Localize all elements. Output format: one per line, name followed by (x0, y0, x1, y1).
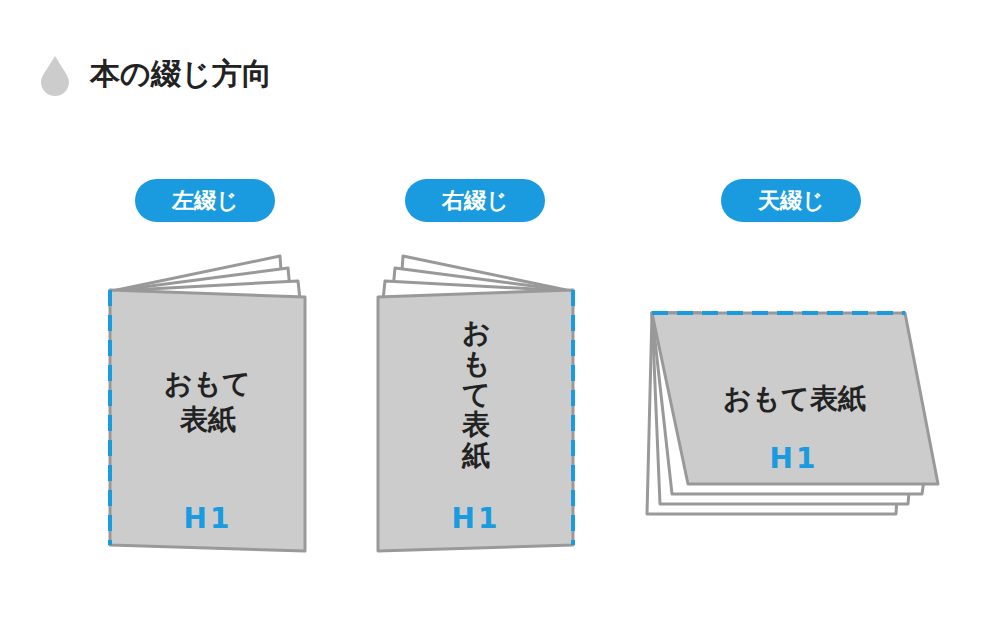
binding-label: 天綴じ (758, 179, 825, 222)
page-code: H1 (452, 504, 501, 535)
binding-edge (571, 290, 575, 545)
cover-fill (652, 313, 938, 484)
page-code: H1 (770, 444, 819, 475)
binding-edge (108, 290, 112, 545)
binding-pill: 左綴じ (135, 179, 275, 222)
binding-pill: 右綴じ (405, 179, 545, 222)
cover-fill (110, 290, 305, 551)
pill-fill (721, 179, 861, 222)
book-cover: おもて 表紙 H1 (108, 288, 308, 553)
binding-pill: 天綴じ (721, 179, 861, 222)
book-cover: おもて表紙 H1 (376, 288, 576, 553)
binding-edge (652, 311, 905, 315)
binding-label: 右綴じ (442, 179, 509, 222)
pill-fill (135, 179, 275, 222)
drop-icon (41, 56, 69, 96)
cover-label: おもて表紙 (723, 381, 866, 417)
page-code: H1 (184, 504, 233, 535)
binding-label: 左綴じ (172, 179, 239, 222)
book-cover: おもて表紙 H1 (648, 311, 940, 487)
page-title: 本の綴じ方向 (90, 54, 272, 94)
pill-fill (405, 179, 545, 222)
cover-label: おもて表紙 (462, 318, 490, 472)
cover-label: おもて 表紙 (158, 366, 259, 439)
cover-fill (378, 290, 573, 551)
